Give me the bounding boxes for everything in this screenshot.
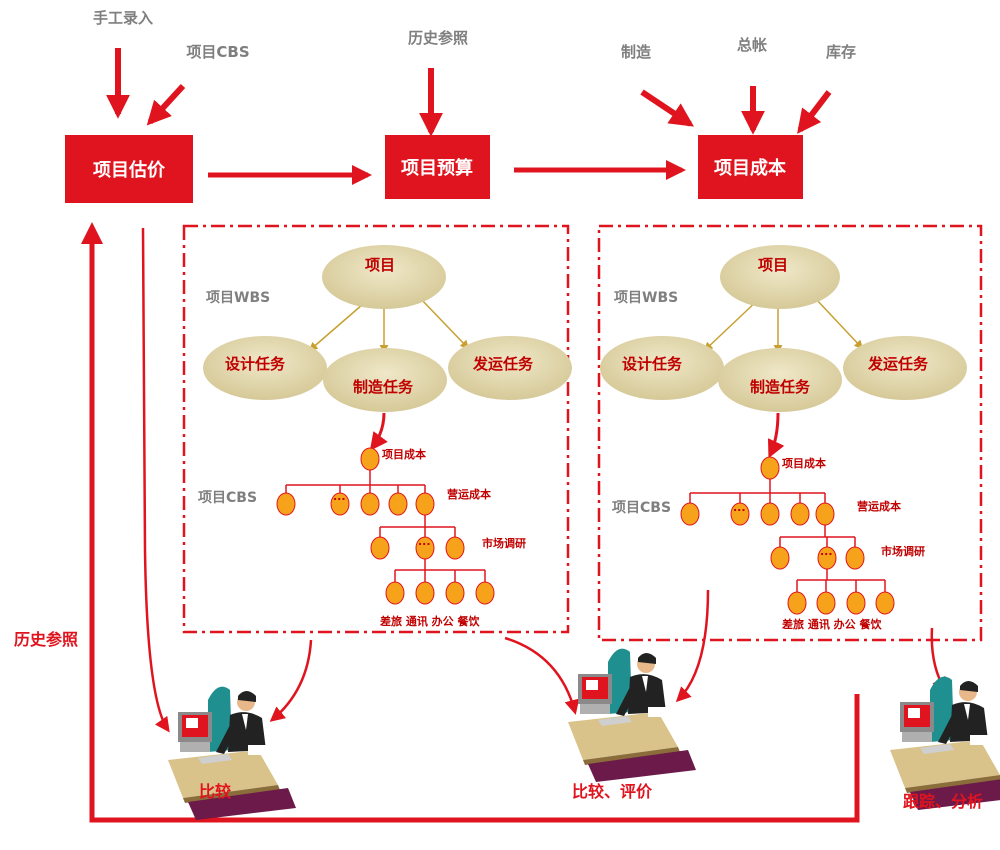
wbs-root-left bbox=[322, 245, 446, 309]
leaf-labels-right: 差旅 通讯 办公 餐饮 bbox=[782, 617, 882, 631]
task-design-left-label: 设计任务 bbox=[225, 355, 286, 373]
label-history-ref-side: 历史参照 bbox=[14, 630, 78, 649]
label-track-analyze: 跟踪、分析 bbox=[903, 792, 983, 811]
wbs-root-right bbox=[720, 245, 840, 309]
person-compare-icon bbox=[168, 686, 296, 820]
panel-border-right bbox=[597, 224, 983, 642]
arrow-manufacturing bbox=[640, 89, 694, 127]
line-budget-to-evaluate bbox=[504, 636, 580, 715]
cbs-root-right-label: 项目成本 bbox=[782, 456, 826, 470]
line-cost-to-evaluate bbox=[675, 589, 710, 703]
ellipsis-right-2: ... bbox=[820, 545, 833, 558]
wbs-root-right-label: 项目 bbox=[758, 256, 788, 274]
task-ship-left bbox=[448, 336, 572, 400]
task-ship-left-label: 发运任务 bbox=[472, 355, 534, 373]
box-project-budget bbox=[385, 135, 490, 199]
operating-cost-right-label: 营运成本 bbox=[857, 499, 901, 513]
label-history-ref-top: 历史参照 bbox=[408, 29, 468, 47]
task-design-left bbox=[203, 336, 327, 400]
task-manufacture-right bbox=[718, 348, 842, 412]
arrow-history-feedback-head bbox=[81, 222, 103, 244]
task-ship-right bbox=[843, 336, 967, 400]
ellipsis-right-1: ... bbox=[733, 501, 746, 514]
task-design-right-label: 设计任务 bbox=[622, 355, 683, 373]
label-compare-evaluate: 比较、评价 bbox=[572, 782, 653, 801]
label-compare: 比较 bbox=[199, 782, 231, 801]
panel-cost-breakdown: 项目WBS 项目 设计任务 发运任务 制造任务 项目CBS 项目成本 营运成本 … bbox=[597, 224, 983, 642]
task-design-right bbox=[600, 336, 724, 400]
market-research-left-label: 市场调研 bbox=[482, 536, 526, 550]
task-manufacture-right-label: 制造任务 bbox=[750, 378, 811, 396]
arrow-project-cbs bbox=[146, 83, 186, 126]
label-inventory: 库存 bbox=[826, 43, 856, 61]
person-track-icon bbox=[890, 676, 1000, 810]
panel-border-left bbox=[182, 224, 570, 634]
box-project-cost-label: 项目成本 bbox=[714, 157, 786, 179]
line-budget-to-compare bbox=[269, 639, 313, 722]
box-project-estimate bbox=[65, 135, 193, 203]
arrow-inventory bbox=[797, 90, 832, 134]
label-general-ledger: 总帐 bbox=[737, 36, 767, 54]
leaf-labels-left: 差旅 通讯 办公 餐饮 bbox=[380, 614, 480, 628]
market-research-right-label: 市场调研 bbox=[881, 544, 925, 558]
label-manual-entry: 手工录入 bbox=[93, 9, 153, 27]
cbs-root-left-label: 项目成本 bbox=[382, 447, 426, 461]
box-project-cost bbox=[698, 135, 803, 199]
line-history-feedback bbox=[89, 240, 860, 823]
wbs-label-right: 项目WBS bbox=[614, 290, 678, 306]
operating-cost-left-label: 营运成本 bbox=[447, 487, 491, 501]
ellipsis-left-1: ... bbox=[333, 490, 346, 503]
task-manufacture-left-label: 制造任务 bbox=[353, 378, 414, 396]
person-evaluate-icon bbox=[568, 648, 696, 782]
cbs-label-left: 项目CBS bbox=[198, 490, 257, 506]
box-project-estimate-label: 项目估价 bbox=[93, 159, 166, 181]
wbs-label-left: 项目WBS bbox=[206, 290, 270, 306]
panel-budget-breakdown: 项目WBS 项目 设计任务 发运任务 制造任务 项目CBS 项目成本 营运成本 … bbox=[182, 224, 572, 634]
task-ship-right-label: 发运任务 bbox=[867, 355, 929, 373]
ellipsis-left-2: ... bbox=[418, 535, 431, 548]
label-project-cbs-input: 项目CBS bbox=[186, 43, 249, 61]
cbs-label-right: 项目CBS bbox=[612, 500, 671, 516]
wbs-root-left-label: 项目 bbox=[365, 256, 395, 274]
label-manufacturing: 制造 bbox=[621, 43, 651, 61]
box-project-budget-label: 项目预算 bbox=[401, 157, 473, 179]
line-estimate-to-compare bbox=[141, 227, 170, 733]
task-manufacture-left bbox=[323, 348, 447, 412]
